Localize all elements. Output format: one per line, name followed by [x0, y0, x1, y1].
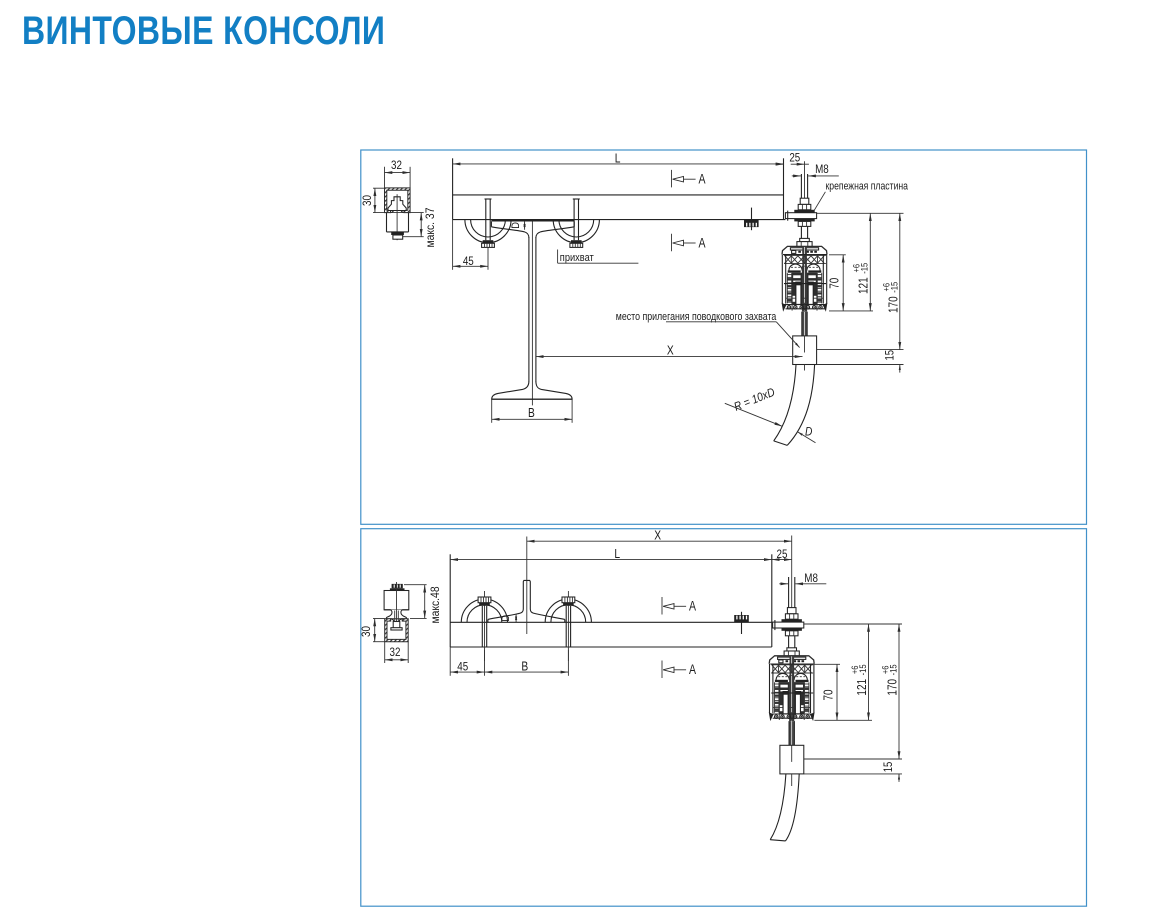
- svg-text:X: X: [667, 345, 674, 358]
- svg-text:32: 32: [391, 159, 402, 172]
- svg-text:170+6-15: 170+6-15: [880, 664, 900, 695]
- svg-text:M8: M8: [815, 163, 829, 176]
- svg-text:25: 25: [777, 548, 788, 561]
- svg-text:25: 25: [789, 152, 800, 165]
- svg-text:прихват: прихват: [560, 252, 594, 264]
- svg-text:X: X: [654, 530, 661, 543]
- svg-text:B: B: [528, 407, 535, 420]
- svg-text:121+6-15: 121+6-15: [850, 263, 870, 294]
- svg-text:30: 30: [360, 626, 373, 637]
- svg-text:крепежная пластина: крепежная пластина: [826, 181, 909, 193]
- svg-text:R = 10xD: R = 10xD: [732, 386, 776, 414]
- svg-text:M8: M8: [804, 572, 818, 585]
- svg-text:D: D: [500, 615, 512, 622]
- svg-text:30: 30: [361, 195, 374, 206]
- svg-text:121+6-15: 121+6-15: [849, 664, 869, 695]
- svg-text:макс. 37: макс. 37: [424, 208, 437, 248]
- svg-text:15: 15: [883, 350, 896, 361]
- svg-text:45: 45: [463, 255, 474, 268]
- svg-text:70: 70: [829, 278, 842, 289]
- svg-text:32: 32: [390, 646, 401, 659]
- svg-text:D: D: [805, 426, 812, 439]
- svg-text:15: 15: [882, 762, 895, 773]
- svg-text:D: D: [510, 222, 522, 229]
- svg-text:170+6-15: 170+6-15: [881, 282, 901, 313]
- svg-text:место прилегания поводкового з: место прилегания поводкового захвата: [616, 311, 777, 323]
- svg-text:L: L: [615, 153, 621, 166]
- svg-text:45: 45: [457, 661, 468, 674]
- svg-text:макс.48: макс.48: [430, 586, 443, 623]
- svg-text:70: 70: [823, 689, 836, 700]
- svg-text:L: L: [614, 548, 620, 561]
- svg-text:B: B: [521, 661, 528, 674]
